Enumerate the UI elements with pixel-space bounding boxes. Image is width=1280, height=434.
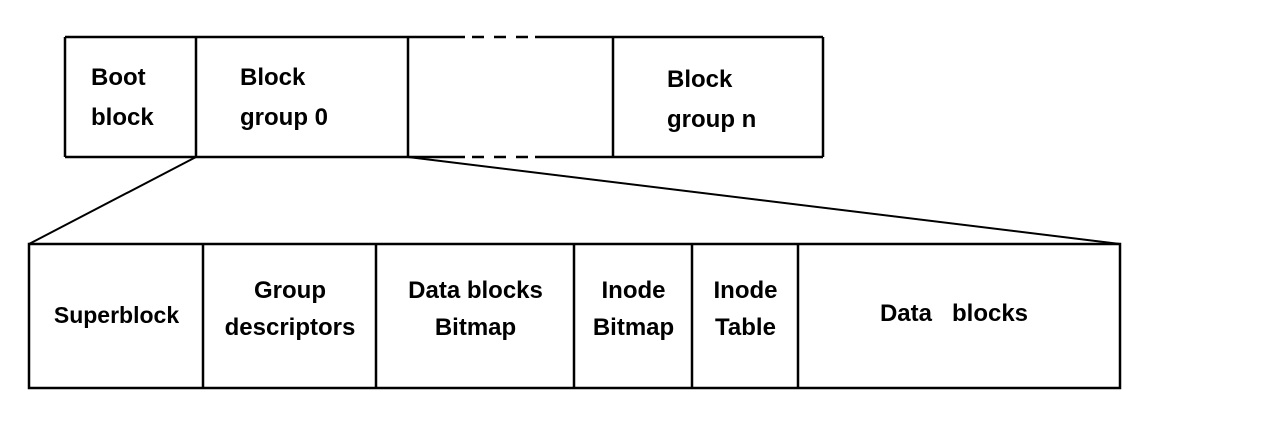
block-group-n-label: Block group n [614, 38, 823, 157]
group-descriptors-text: Group descriptors [224, 276, 356, 341]
boot-block-label: Boot block [66, 38, 196, 157]
group-descriptors-label: Group descriptors [204, 245, 376, 387]
superblock-label: Superblock [30, 245, 203, 387]
data-blocks-text: Data blocks [879, 300, 1029, 328]
boot-block-text: Boot block [91, 63, 154, 131]
top-row-boxes [63, 35, 825, 159]
inode-table-label: Inode Table [693, 245, 798, 387]
data-blocks-label: Data blocks [799, 245, 1119, 387]
zoom-connector-left [28, 156, 197, 245]
inode-bitmap-label: Inode Bitmap [575, 245, 692, 387]
superblock-text: Superblock [53, 302, 180, 329]
block-group-0-label: Block group 0 [197, 38, 408, 157]
inode-bitmap-text: Inode Bitmap [592, 276, 675, 341]
block-group-n-text: Block group n [667, 65, 757, 133]
data-blocks-bitmap-text: Data blocks Bitmap [408, 276, 543, 341]
zoom-connector-right [407, 156, 1121, 245]
bottom-row-boxes [27, 242, 1122, 390]
data-blocks-bitmap-label: Data blocks Bitmap [377, 245, 574, 387]
zoom-connectors [28, 156, 1121, 245]
block-group-0-text: Block group 0 [240, 63, 328, 131]
ellipsis-dashes [472, 35, 528, 159]
inode-table-text: Inode Table [713, 276, 778, 341]
